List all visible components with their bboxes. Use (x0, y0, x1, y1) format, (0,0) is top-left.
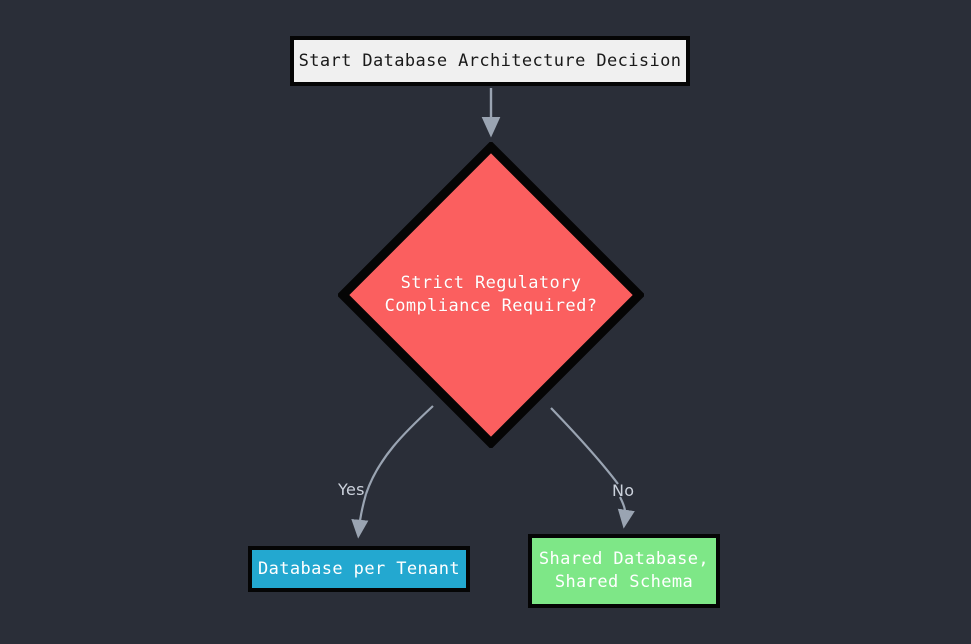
node-decision-compliance[interactable]: Strict Regulatory Compliance Required? (338, 142, 644, 448)
diamond-shape (338, 142, 644, 448)
edge-label-yes: Yes (338, 480, 365, 499)
node-decision-label: Strict Regulatory Compliance Required? (384, 273, 598, 316)
node-shared-database-shared-schema[interactable]: Shared Database, Shared Schema (528, 534, 720, 608)
node-database-per-tenant[interactable]: Database per Tenant (248, 546, 470, 592)
node-start[interactable]: Start Database Architecture Decision (290, 36, 690, 86)
edge-decision-to-per-tenant-arrow (351, 493, 369, 539)
edge-label-no: No (612, 481, 635, 500)
edge-decision-to-shared-arrow (617, 496, 635, 529)
